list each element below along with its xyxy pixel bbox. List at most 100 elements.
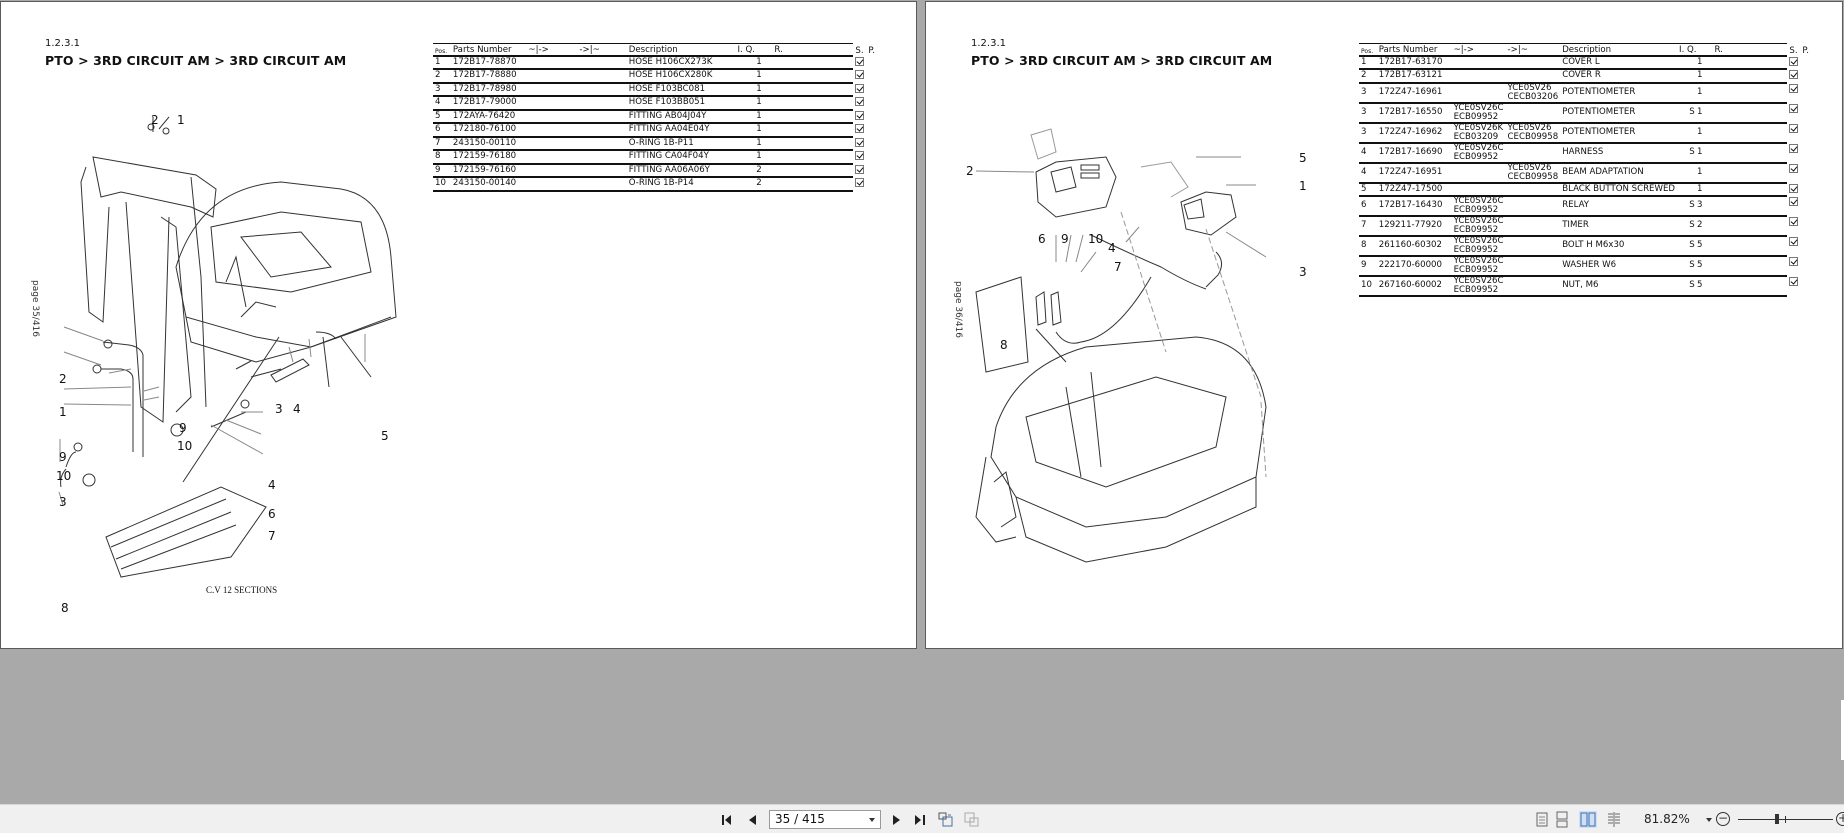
- cell-to-serial: [577, 96, 627, 111]
- select-checkbox[interactable]: [1789, 237, 1799, 246]
- select-checkbox[interactable]: [855, 83, 865, 93]
- cell-select: [1787, 69, 1800, 83]
- cell-remarks: [772, 109, 854, 124]
- first-page-button[interactable]: [720, 811, 736, 828]
- cell-to-serial: [577, 55, 627, 70]
- select-checkbox[interactable]: [855, 110, 865, 120]
- select-checkbox[interactable]: [1789, 103, 1799, 113]
- cell-quantity: 1: [1697, 183, 1703, 194]
- previous-page-button[interactable]: [746, 811, 758, 828]
- last-page-icon: [915, 814, 925, 825]
- cell-interchange: S: [1689, 220, 1695, 231]
- select-checkbox[interactable]: [1789, 163, 1799, 173]
- cell-remarks: [1712, 236, 1788, 257]
- page-number-dropdown[interactable]: 35 / 415: [769, 810, 881, 829]
- col-pos: Pos.: [433, 43, 451, 57]
- select-checkbox[interactable]: [855, 97, 865, 106]
- cell-pos: 6: [1359, 196, 1377, 217]
- callout-2: 2: [966, 164, 974, 178]
- select-checkbox[interactable]: [855, 164, 865, 174]
- col-s: S.: [1789, 45, 1798, 56]
- callout-4: 4: [268, 478, 276, 492]
- select-checkbox[interactable]: [855, 178, 865, 187]
- select-checkbox[interactable]: [1789, 277, 1799, 286]
- col-parts-number: Parts Number: [1376, 43, 1452, 57]
- cell-interchange: S: [1689, 146, 1695, 157]
- cell-remarks: [1712, 196, 1788, 217]
- chevron-down-icon: [869, 818, 875, 822]
- select-checkbox[interactable]: [1789, 197, 1799, 206]
- cell-description: POTENTIOMETER: [1560, 102, 1678, 124]
- select-checkbox[interactable]: [855, 124, 865, 133]
- continuous-page-icon: [1556, 811, 1568, 828]
- zoom-out-button[interactable]: −: [1716, 812, 1730, 826]
- continuous-facing-view-button[interactable]: [1605, 811, 1623, 828]
- cell-quantity: 5: [1697, 260, 1703, 271]
- cell-remarks: [1712, 276, 1788, 297]
- cell-remarks: [1712, 55, 1788, 70]
- callout-10: 10: [1088, 232, 1104, 246]
- cell-remarks: [1712, 82, 1788, 104]
- cell-description: FITTING AA04E04Y: [626, 123, 736, 138]
- select-checkbox[interactable]: [1789, 56, 1799, 66]
- bottom-toolbar: 35 / 415 81.82% − +: [0, 804, 1844, 833]
- previous-view-button[interactable]: [937, 811, 955, 828]
- zoom-in-button[interactable]: +: [1836, 812, 1844, 826]
- cell-to-serial: [1505, 216, 1561, 237]
- cell-description: HOSE H106CX273K: [626, 55, 736, 70]
- col-p: P.: [1802, 45, 1809, 56]
- cell-p: [1800, 83, 1811, 103]
- next-page-button[interactable]: [890, 811, 902, 828]
- cell-pos: 2: [433, 69, 451, 84]
- col-to: ->|~: [1505, 43, 1561, 57]
- zoom-level[interactable]: 81.82%: [1644, 812, 1690, 826]
- cell-p: [1800, 56, 1811, 70]
- select-checkbox[interactable]: [1789, 123, 1799, 133]
- section-number: 1.2.3.1: [45, 38, 80, 49]
- select-checkbox[interactable]: [1789, 183, 1799, 193]
- zoom-dropdown-chevron-icon[interactable]: [1706, 818, 1712, 822]
- select-checkbox[interactable]: [1789, 70, 1799, 79]
- zoom-slider-thumb[interactable]: [1775, 814, 1779, 824]
- col-r: R.: [1712, 43, 1788, 57]
- cell-remarks: [772, 69, 854, 84]
- col-from: ~|->: [1451, 43, 1506, 57]
- cell-quantity: 1: [1697, 70, 1703, 80]
- cell-to-serial: [577, 109, 627, 124]
- select-checkbox[interactable]: [1789, 83, 1799, 93]
- cell-from-serial: YCE0SV26C ECB09952: [1451, 276, 1506, 297]
- previous-view-icon: [938, 812, 953, 827]
- select-checkbox[interactable]: [855, 70, 865, 79]
- select-checkbox[interactable]: [1789, 143, 1799, 153]
- document-viewport[interactable]: 1.2.3.1 PTO > 3RD CIRCUIT AM > 3RD CIRCU…: [0, 0, 1844, 804]
- vertical-scrollbar[interactable]: [1841, 700, 1844, 760]
- col-pos: Pos.: [1359, 43, 1377, 57]
- last-page-button[interactable]: [912, 811, 928, 828]
- continuous-view-button[interactable]: [1553, 811, 1571, 828]
- select-checkbox[interactable]: [855, 151, 865, 160]
- cell-description: FITTING AB04J04Y: [626, 109, 736, 124]
- cell-part-number: 172B17-78980: [450, 82, 527, 97]
- select-checkbox[interactable]: [1789, 257, 1799, 266]
- cell-iq: 1: [735, 123, 773, 138]
- facing-view-button[interactable]: [1579, 811, 1597, 828]
- next-view-button[interactable]: [963, 811, 981, 828]
- cell-quantity: 1: [756, 151, 762, 161]
- single-page-view-button[interactable]: [1533, 811, 1551, 828]
- cell-interchange: S: [1689, 280, 1695, 291]
- cell-from-serial: [1451, 162, 1506, 184]
- select-checkbox[interactable]: [855, 137, 865, 147]
- callout-10: 10: [177, 439, 193, 453]
- cell-from-serial: YCE0SV26K ECB03209: [1451, 122, 1506, 144]
- cell-from-serial: [1451, 69, 1506, 84]
- cell-part-number: 172180-76100: [450, 123, 527, 138]
- callout-8: 8: [1000, 338, 1008, 352]
- cell-select: [853, 150, 866, 164]
- select-checkbox[interactable]: [855, 56, 865, 66]
- select-checkbox[interactable]: [1789, 217, 1799, 226]
- cell-pos: 9: [1359, 256, 1377, 277]
- cell-remarks: [772, 55, 854, 70]
